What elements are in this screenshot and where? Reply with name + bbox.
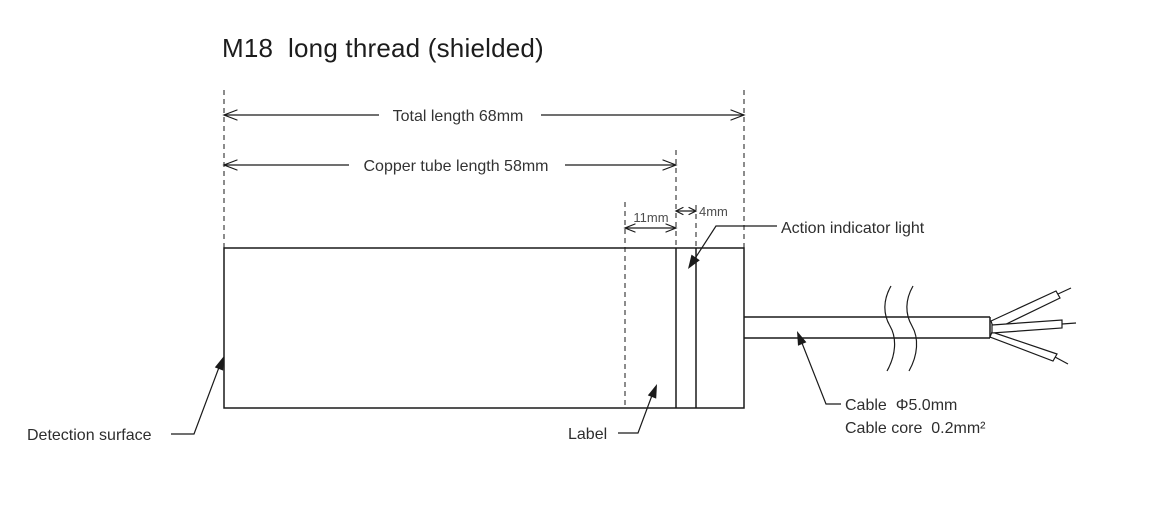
extension-lines	[223, 90, 745, 408]
leader-arrowhead-icon	[797, 331, 807, 346]
arrowhead-right-icon	[688, 206, 698, 216]
dimension-4mm: 4mm	[674, 204, 728, 219]
copper-tube-length-label: Copper tube length 58mm	[364, 158, 549, 175]
wire-middle-tip	[1061, 322, 1077, 325]
cable	[744, 285, 991, 372]
dimension-copper-tube-length: Copper tube length 58mm	[222, 158, 678, 175]
arrowhead-right-icon	[662, 159, 678, 171]
arrowhead-left-icon	[623, 223, 636, 233]
arrowhead-left-icon	[222, 159, 238, 171]
diagram-title: M18 long thread (shielded)	[222, 33, 544, 63]
cable-wires	[989, 287, 1077, 365]
arrowhead-right-icon	[665, 223, 678, 233]
sensor-body	[223, 247, 745, 409]
indicator-section-width-label: 4mm	[699, 204, 728, 219]
arrowhead-left-icon	[674, 206, 684, 216]
leader-line	[618, 389, 655, 434]
arrowhead-left-icon	[222, 109, 238, 121]
wire-upper-tip	[1057, 287, 1072, 295]
dimension-11mm: 11mm	[623, 210, 678, 233]
cable-break-mark-icon	[906, 285, 918, 372]
leader-arrowhead-icon	[647, 384, 657, 399]
cable-core-label: Cable core 0.2mm²	[845, 420, 986, 437]
leader-line	[171, 361, 222, 435]
label-callout-text: Label	[568, 426, 607, 443]
arrowhead-right-icon	[730, 109, 746, 121]
label-section-width-label: 11mm	[633, 210, 668, 225]
wire-lower	[989, 331, 1058, 362]
leader-arrowhead-icon	[688, 254, 700, 269]
callout-cable-specs: Cable Φ5.0mm Cable core 0.2mm²	[797, 331, 986, 437]
cable-break-mark-icon	[884, 285, 896, 372]
cable-diameter-label: Cable Φ5.0mm	[845, 397, 957, 414]
dimension-total-length: Total length 68mm	[222, 108, 746, 125]
detection-surface-label: Detection surface	[27, 427, 152, 444]
callout-action-indicator-light: Action indicator light	[688, 220, 925, 269]
leader-arrowhead-icon	[214, 356, 224, 371]
callout-detection-surface: Detection surface	[27, 356, 224, 444]
wire-lower-tip	[1054, 356, 1069, 365]
leader-line	[799, 337, 841, 405]
sensor-body-outline	[223, 247, 745, 409]
action-indicator-light-label: Action indicator light	[781, 220, 925, 237]
leader-line	[693, 225, 777, 261]
wire-middle	[991, 319, 1063, 334]
total-length-label: Total length 68mm	[393, 108, 524, 125]
callout-label: Label	[568, 384, 657, 443]
